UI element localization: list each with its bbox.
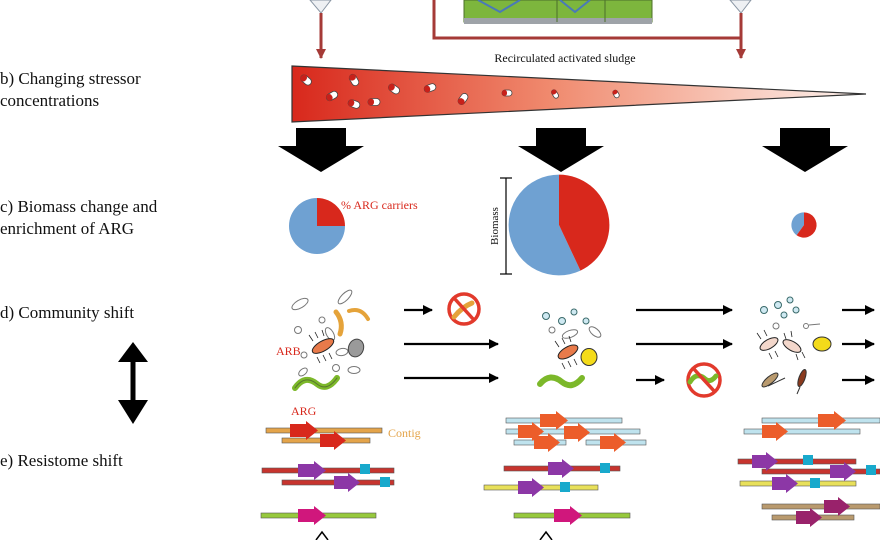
pie-charts [289, 174, 817, 276]
resistome-shift: ARG Contig [260, 404, 880, 540]
community-shift: ARB [118, 289, 875, 424]
down-arrows [278, 128, 848, 172]
arb-bacterium-icon-3 [756, 329, 806, 361]
contig-group-3 [737, 411, 880, 527]
pie-3-arg-slice [796, 212, 817, 238]
pie-3-non-arg-slice [791, 212, 804, 236]
pill-icons [300, 73, 620, 109]
pie-1-arg-slice [317, 198, 345, 226]
top-flow: Recirculated activated sludge [309, 0, 752, 65]
stressor-wedge [291, 65, 867, 123]
double-arrow-icon [118, 342, 148, 424]
down-arrow-2-icon [518, 128, 604, 172]
contig-label: Contig [388, 426, 421, 440]
label-row-d: d) Community shift [0, 303, 135, 322]
pie-2-non-arg-slice [508, 174, 581, 276]
prohibit-icon-1 [447, 292, 481, 326]
arb-label: ARB [276, 344, 301, 358]
arb-bacterium-icon [308, 329, 335, 364]
recirculated-label: Recirculated activated sludge [494, 51, 635, 65]
arg-carriers-label: % ARG carriers [341, 198, 418, 212]
arb-bacterium-icon-2 [554, 335, 579, 370]
contig-group-1 [260, 421, 395, 525]
pie-2-arg-slice [559, 174, 610, 271]
bacteria-group-3 [756, 296, 832, 395]
prohibit-icon-2 [686, 362, 722, 398]
recirculation-line [432, 0, 741, 40]
label-row-e: e) Resistome shift [0, 451, 123, 470]
arg-label: ARG [291, 404, 317, 418]
effluent-inlet-icon [729, 0, 752, 14]
biomass-label: Biomass [489, 207, 501, 245]
down-arrow-1-icon [278, 128, 364, 172]
label-row-b: b) Changing stressor concentrations [0, 69, 141, 110]
down-arrow-3-icon [762, 128, 848, 172]
biomass-axis: Biomass [489, 177, 512, 275]
bacteria-group-1 [291, 289, 370, 391]
label-row-c: c) Biomass change and enrichment of ARG [0, 197, 158, 238]
influent-inlet-icon [309, 0, 332, 14]
contig-group-2 [483, 411, 647, 525]
bacteria-group-2 [537, 308, 602, 389]
